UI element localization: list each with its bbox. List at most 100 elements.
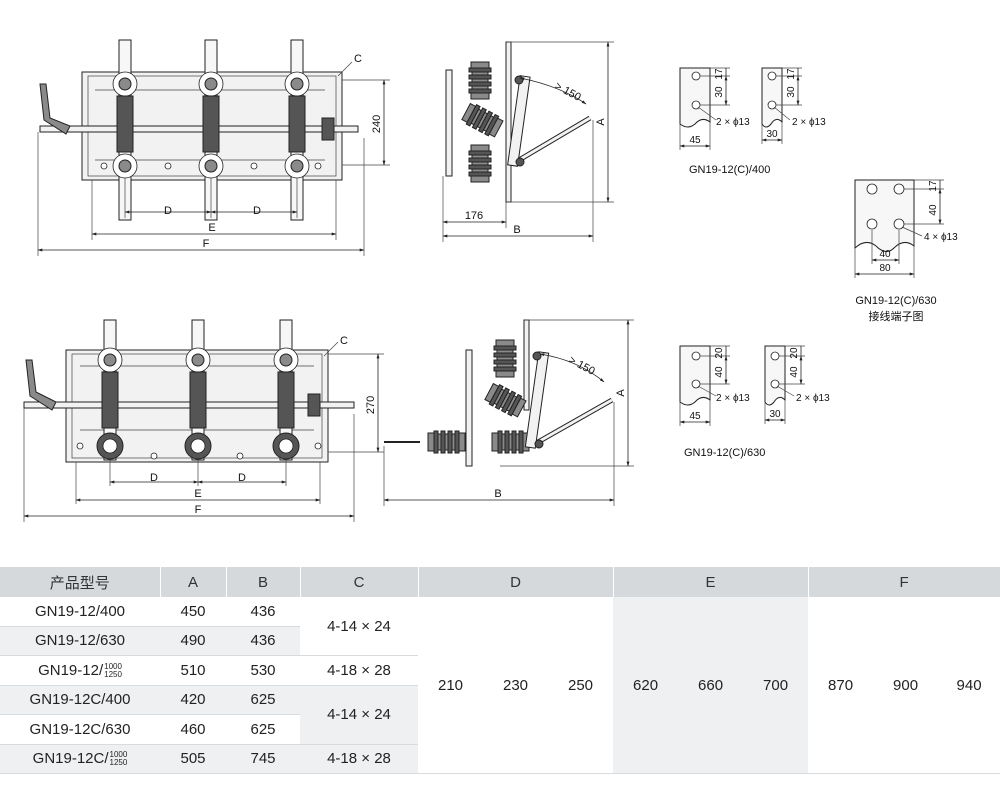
dim-f-label: F [195,504,202,516]
dim-c-label: C [340,335,348,347]
holes-label: 4 × ϕ13 [924,232,958,243]
front-view-400: D D E F 240 C [37,39,390,256]
technical-drawings: D D E F 240 C A > 150 [23,39,958,522]
dim-30: 30 [714,86,725,98]
header-d: D [418,567,614,597]
c-cell: 4-14 × 24 [300,597,418,656]
b-cell: 625 [226,714,300,745]
fraction-bottom: 1250 [109,758,128,768]
header-a: A [160,567,227,597]
table-row: GN19-12/400 450 436 4-14 × 24 210 230 25… [0,597,1000,774]
table-row: GN19-12C/630 460 625 [0,714,1000,745]
b-cell: 436 [226,597,300,627]
dim-45: 45 [689,135,701,146]
dim-a-label: A [595,118,607,126]
f-cell: 900 [873,597,939,774]
dim-40: 40 [789,366,800,378]
c-cell: 4-18 × 28 [300,744,418,774]
fraction-top: 1000 [109,750,128,760]
b-cell: 745 [226,744,300,774]
dim-a-label: A [615,389,627,397]
dim-176-label: 176 [465,210,483,222]
c-cell: 4-18 × 28 [300,655,418,686]
model-cell: GN19-12C/630 [0,714,160,745]
dim-40: 40 [879,249,891,260]
terminal-630-right: 20 40 2 × ϕ13 30 [764,345,830,424]
header-model: 产品型号 [0,567,161,597]
side-view-630: A > 150 B [383,319,634,506]
model-cell: GN19-12C/400 [0,685,160,715]
dim-b-label: B [494,488,501,500]
header-f: F [808,567,1000,597]
a-cell: 510 [160,655,226,686]
dim-20: 20 [789,347,800,359]
side-view-400: A > 150 176 B [442,41,614,242]
dim-d-label: D [150,472,158,484]
a-cell: 460 [160,714,226,745]
table-row: GN19-12/630 490 436 [0,626,1000,656]
model-name: GN19-12C/630 [29,720,131,738]
table-header-row: 产品型号 A B C D E F [0,567,1000,597]
dim-d-label: D [164,205,172,217]
terminal-400-caption: GN19-12(C)/400 [689,164,770,176]
dim-30-vertical: 30 [786,86,797,98]
terminal-630-left: 20 40 2 × ϕ13 45 [679,345,750,426]
a-cell: 490 [160,626,226,656]
a-cell: 505 [160,744,226,774]
dim-c-label: C [354,53,362,65]
d-cell: 210 [418,597,483,774]
dim-240-label: 240 [371,115,383,133]
model-name: GN19-12/630 [34,632,126,650]
e-cell: 660 [678,597,744,774]
fraction-top: 1000 [104,661,122,671]
header-c: C [300,567,419,597]
dim-80: 80 [879,263,891,274]
dim-40-vertical: 40 [928,204,939,216]
model-name: GN19-12/400 [34,602,126,620]
model-cell: GN19-12/400 [0,597,160,627]
b-cell: 436 [226,626,300,656]
terminal-630-small-caption: GN19-12(C)/630 [684,447,765,459]
dim-270-label: 270 [365,396,377,414]
dim-d-label: D [253,205,261,217]
dim-40: 40 [714,366,725,378]
b-cell: 530 [226,655,300,686]
dim-f-label: F [203,238,210,250]
d-cell: 230 [483,597,548,774]
f-cell: 940 [938,597,1000,774]
dim-45: 45 [689,411,701,422]
b-cell: 625 [226,685,300,715]
holes-label: 2 × ϕ13 [716,117,750,128]
dim-d-label: D [238,472,246,484]
terminal-diagram-caption: 接线端子图 [869,309,924,323]
model-cell: GN19-12/630 [0,626,160,656]
terminal-400-right: 17 30 2 × ϕ13 30 [761,67,826,144]
fraction-bottom: 1250 [104,669,122,679]
dim-17: 17 [928,180,939,192]
c-cell: 4-14 × 24 [300,685,418,745]
e-cell: 620 [613,597,679,774]
front-view-630: D D E F 270 C [23,319,384,522]
table-row: GN19-12C/400 420 625 4-14 × 24 [0,685,1000,745]
dimension-table: 产品型号 A B C D E F GN19-12/400 450 436 4-1… [0,567,1000,774]
angle-label: > 150 [567,354,597,378]
dim-e-label: E [208,222,215,234]
dim-30: 30 [766,129,778,140]
header-e: E [613,567,809,597]
holes-label: 2 × ϕ13 [792,117,826,128]
model-name: GN19-12/ [38,661,104,679]
dim-20: 20 [714,347,725,359]
angle-label: > 150 [553,80,583,104]
a-cell: 450 [160,597,226,627]
dim-b-label: B [513,224,520,236]
holes-label: 2 × ϕ13 [716,393,750,404]
f-cell: 870 [808,597,874,774]
header-b: B [226,567,301,597]
dim-17: 17 [786,68,797,80]
